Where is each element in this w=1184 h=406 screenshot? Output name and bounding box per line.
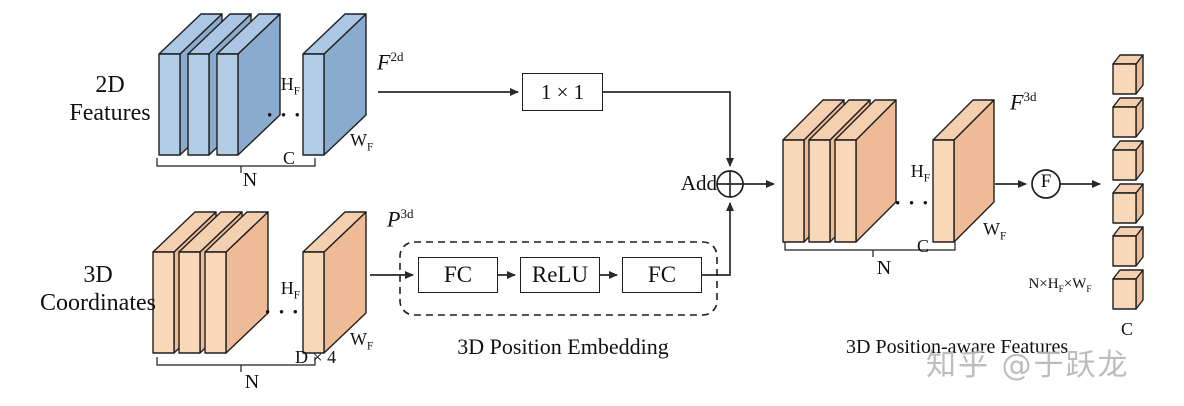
watermark: 知乎 @于跃龙: [926, 348, 1130, 383]
fc2-box: FC: [622, 257, 702, 293]
c-label-column: C: [1120, 319, 1133, 339]
aware-caption: 3D Position-aware Features: [846, 336, 1069, 358]
aware-slab: [932, 99, 995, 243]
3d-aware-features-tensor: [782, 99, 995, 257]
feature-slab: [302, 13, 367, 156]
ellipsis-aware: • • •: [895, 195, 931, 210]
hf-label-aware: HF: [910, 161, 930, 185]
add-node: [716, 170, 744, 198]
feature-cube: [1112, 140, 1144, 181]
d4-label: D × 4: [295, 347, 337, 367]
ellipsis-2d: • • •: [267, 107, 303, 122]
embedding-caption: 3D Position Embedding: [457, 334, 669, 359]
coordinates-3d-title: 3D Coordinates: [40, 262, 156, 316]
count-bracket: [156, 158, 316, 173]
conv-1x1-box: 1 × 1: [522, 73, 603, 111]
hf-label-3d: HF: [280, 278, 300, 302]
flattened-features-column: [1112, 54, 1144, 310]
feature-cube: [1112, 226, 1144, 267]
2d-features-tensor: [156, 13, 367, 173]
wf-label-2d: WF: [350, 130, 374, 154]
count-bracket: [784, 242, 956, 257]
flatten-node: [1031, 169, 1061, 199]
f2d-symbol: F2d: [377, 49, 404, 75]
feature-cube: [1112, 269, 1144, 310]
hf-label-2d: HF: [280, 74, 300, 98]
c-label-aware: C: [917, 236, 930, 256]
p3d-symbol: P3d: [387, 206, 414, 232]
flatten-dims-label: N×HF×WF: [1028, 276, 1092, 295]
feature-cube: [1112, 183, 1144, 224]
coordinate-slab: [204, 211, 269, 354]
flatten-op-label: F: [1040, 171, 1052, 192]
feature-cube: [1112, 54, 1144, 95]
fc1-box: FC: [418, 257, 498, 293]
n-label-aware: N: [876, 257, 892, 279]
embedding-dashed-box: [399, 241, 718, 316]
conv-to-add-wire: [603, 91, 734, 167]
add-label: Add: [680, 171, 717, 195]
wf-label-aware: WF: [983, 219, 1007, 243]
3d-coordinates-tensor: [152, 211, 367, 372]
embedding-to-add-wire: [702, 202, 734, 276]
n-label-2d: N: [242, 169, 258, 191]
relu-box: ReLU: [520, 257, 600, 293]
f3d-symbol: F3d: [1010, 89, 1037, 115]
coordinate-slab: [302, 211, 367, 354]
ellipsis-3d: • • •: [265, 304, 301, 319]
n-label-3d: N: [244, 371, 260, 393]
feature-slab: [216, 13, 281, 156]
aware-slab: [834, 99, 897, 243]
c-label-2d: C: [283, 148, 296, 168]
feature-cube: [1112, 97, 1144, 138]
features-2d-title: 2D Features: [69, 72, 151, 126]
count-bracket: [156, 357, 316, 372]
wf-label-3d: WF: [350, 329, 374, 353]
